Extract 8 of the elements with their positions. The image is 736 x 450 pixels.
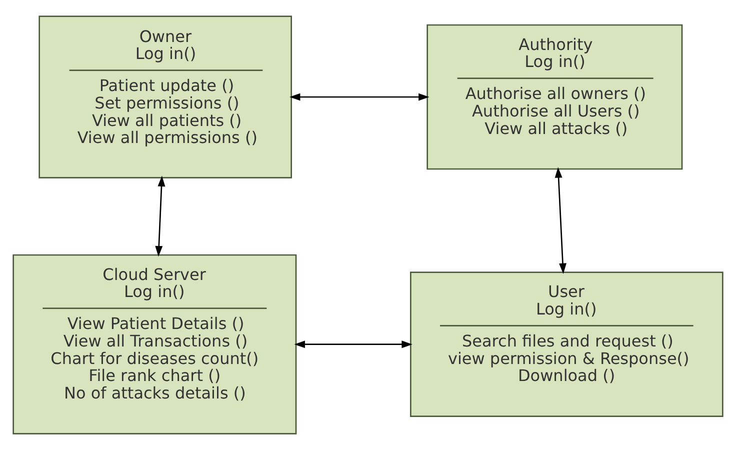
node-box: Cloud Server Log in() View Patient Details () View all Transactions () Chart for diseases count() File rank chart () No of attacks details ()	[12, 254, 297, 434]
node-box: User Log in() Search files and request () view permission & Response() Download ()	[410, 272, 724, 417]
node-box: Owner Log in() Patient update () Set permissions () View all patients () View all permissions ()	[38, 16, 292, 178]
arrow	[554, 167, 566, 274]
node-box: Authority Log in() Authorise all owners () Authorise all Users () View all attacks ()	[426, 24, 683, 170]
arrow	[290, 93, 430, 101]
arrow	[294, 340, 412, 348]
arrow	[155, 176, 166, 257]
